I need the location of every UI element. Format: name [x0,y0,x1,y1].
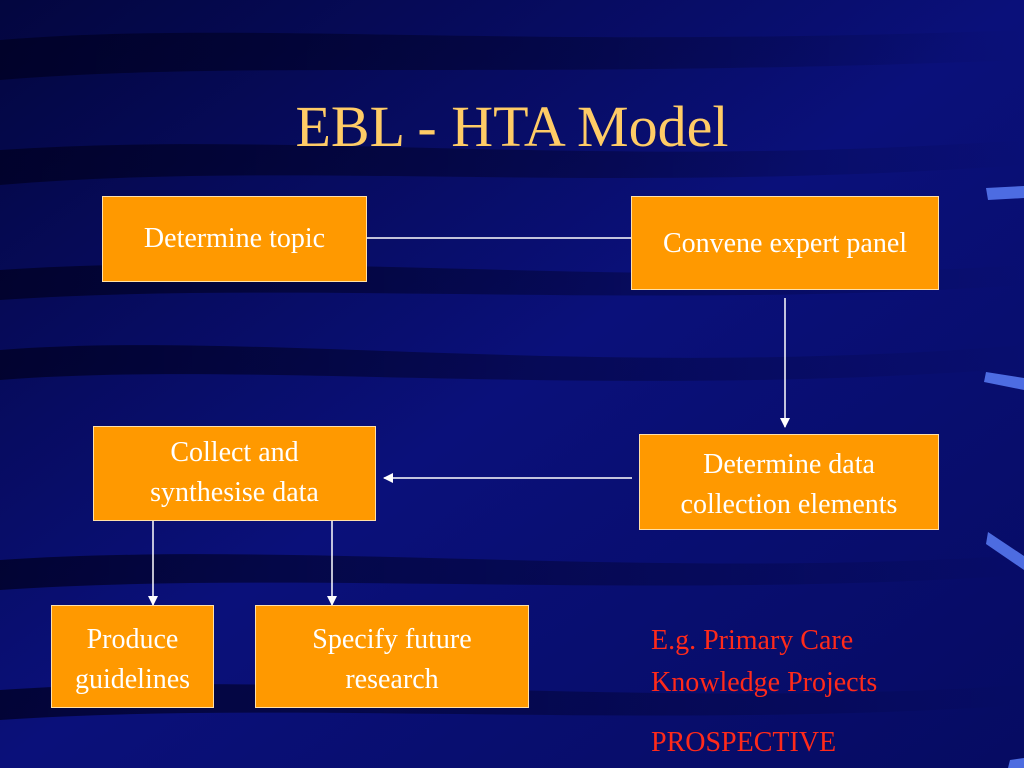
box-determine-data-line2: collection elements [680,489,898,520]
box-specify-line2: research [345,664,439,695]
box-determine-topic-label: Determine topic [143,223,326,254]
prospective-label-text: PROSPECTIVE [651,727,837,758]
box-determine-data-line1: Determine data [703,449,875,480]
box-produce-guidelines: Produce guidelines [51,605,214,708]
box-specify-future-research: Specify future research [255,605,529,708]
box-determine-data-elements: Determine data collection elements [639,434,939,530]
box-produce-line1: Produce [86,624,179,655]
example-note-line2: Knowledge Projects [651,667,878,698]
box-collect-line2: synthesise data [150,477,319,508]
box-specify-line1: Specify future [312,624,472,655]
box-produce-line2: guidelines [74,664,191,695]
box-convene-expert-panel-label: Convene expert panel [662,228,908,259]
example-note-line1: E.g. Primary Care [651,625,854,656]
example-note: E.g. Primary Care Knowledge Projects [651,620,877,704]
box-collect-synthesise: Collect and synthesise data [93,426,376,521]
prospective-label: PROSPECTIVE [651,722,836,764]
box-convene-expert-panel: Convene expert panel [631,196,939,290]
box-determine-topic: Determine topic [102,196,367,282]
slide-title: EBL - HTA Model [295,94,729,159]
box-collect-line1: Collect and [170,437,299,468]
